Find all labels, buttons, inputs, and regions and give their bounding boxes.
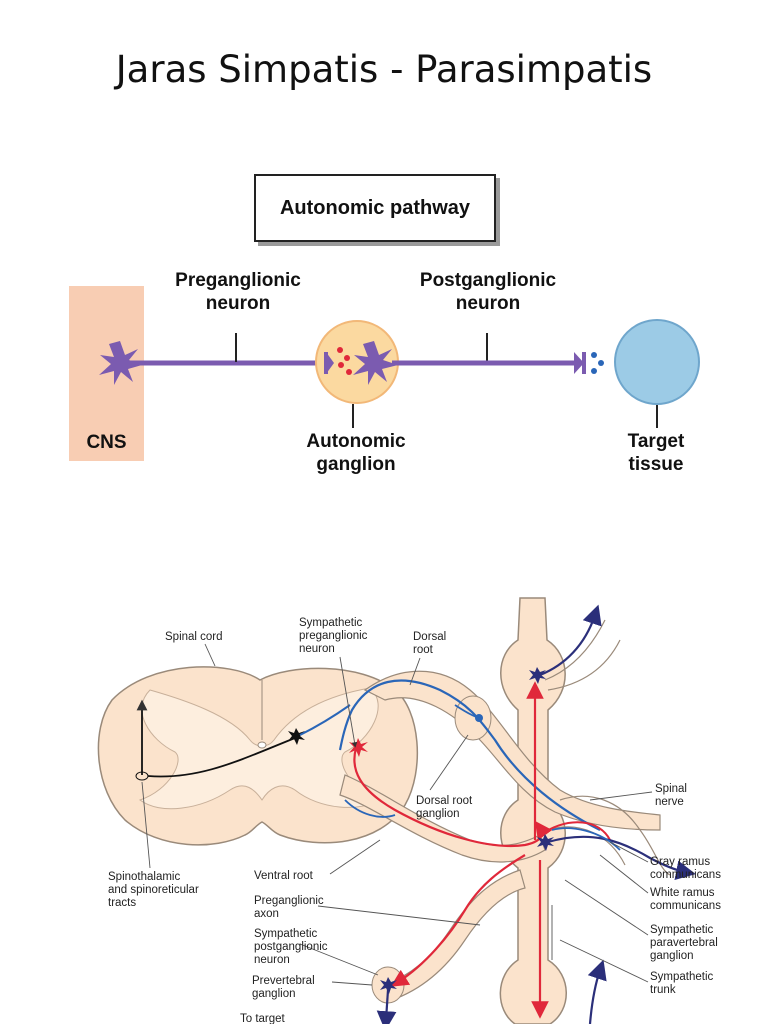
- label-symp-pre-2: preganglionic: [299, 630, 368, 642]
- prevertebral-soma-icon: [380, 977, 397, 994]
- central-canal: [257, 741, 267, 749]
- label-gray-ramus-2: communicans: [650, 869, 721, 881]
- label-symp-para-3: ganglion: [650, 950, 693, 962]
- neurotransmitter-dot: [337, 347, 343, 353]
- label-prevert-2: ganglion: [252, 988, 295, 1000]
- label-white-ramus-2: communicans: [650, 900, 721, 912]
- postganglionic-label: Postganglionic neuron: [419, 270, 557, 314]
- upper-ganglion-soma-icon: [529, 667, 546, 684]
- ventral-root-band: [339, 774, 546, 863]
- cns-label: CNS: [86, 432, 127, 453]
- upper-postganglionic-navy: [539, 604, 602, 677]
- preganglionic-soma-icon: [99, 341, 142, 385]
- gray-ramus-navy: [547, 835, 696, 880]
- label-pre-axon-1: Preganglionic: [254, 895, 324, 907]
- label-spinal-nerve-2: nerve: [655, 796, 684, 808]
- label-symp-post-1: Sympathetic: [254, 928, 318, 940]
- receptor-dot: [598, 360, 604, 366]
- label-dorsal-root-2: root: [413, 644, 434, 656]
- label-spinothalamic-3: tracts: [108, 897, 136, 909]
- neurotransmitter-dot: [346, 369, 352, 375]
- rami-outline: [559, 795, 671, 876]
- preganglionic-label: Preganglionic neuron: [175, 270, 301, 314]
- preganglionic-fiber-red: [353, 747, 553, 847]
- label-gray-ramus-1: Gray ramus: [650, 856, 710, 868]
- lower-postganglionic-navy: [587, 959, 607, 1024]
- splanchnic-red: [390, 854, 526, 987]
- interneuron-axon: [147, 737, 296, 778]
- sympathetic-trunk: [499, 597, 567, 1024]
- label-symp-trunk-1: Sympathetic: [650, 971, 714, 983]
- target-tissue-circle: [614, 319, 700, 405]
- autonomic-pathway-diagram: [99, 319, 700, 428]
- receptor-dot: [591, 368, 597, 374]
- autonomic-pathway-heading: Autonomic pathway: [254, 174, 496, 242]
- label-symp-trunk-2: trunk: [650, 984, 676, 996]
- target-label: Target tissue: [627, 431, 685, 475]
- ganglion-label: Autonomic ganglion: [306, 431, 406, 475]
- cns-region: [69, 286, 144, 461]
- label-symp-pre-3: neuron: [299, 643, 335, 655]
- receptor-dot: [591, 352, 597, 358]
- label-spinothalamic-2: and spinoreticular: [108, 884, 199, 896]
- label-symp-post-3: neuron: [254, 954, 290, 966]
- neurotransmitter-dot: [338, 362, 344, 368]
- label-symp-post-2: postganglionic: [254, 941, 328, 953]
- label-pre-axon-2: axon: [254, 908, 279, 920]
- label-symp-pre-1: Sympathetic: [299, 617, 363, 629]
- neurotransmitter-dot: [344, 355, 350, 361]
- mid-ganglion-soma-icon: [537, 834, 554, 851]
- label-symp-para-2: paravertebral: [650, 937, 718, 949]
- label-spinal-cord: Spinal cord: [165, 631, 223, 643]
- label-white-ramus-1: White ramus: [650, 887, 715, 899]
- interneuron-soma-icon: [288, 728, 305, 745]
- label-symp-para-1: Sympathetic: [650, 924, 714, 936]
- label-prevert-1: Prevertebral: [252, 975, 315, 987]
- label-drg-1: Dorsal root: [416, 795, 473, 807]
- page-title: Jaras Simpatis - Parasimpatis: [115, 48, 653, 91]
- label-to-target: To target: [240, 1013, 286, 1024]
- label-spinothalamic-1: Spinothalamic: [108, 871, 180, 883]
- label-drg-2: ganglion: [416, 808, 459, 820]
- dorsal-root-ganglion-body: [454, 695, 492, 741]
- label-dorsal-root-1: Dorsal: [413, 631, 446, 643]
- postganglionic-terminal-icon: [574, 352, 584, 374]
- postganglionic-soma-icon: [353, 341, 398, 385]
- heading-text: Autonomic pathway: [279, 196, 470, 219]
- to-target-navy: [376, 989, 397, 1024]
- label-ventral-root: Ventral root: [254, 870, 314, 882]
- preganglionic-soma-red-icon: [349, 738, 368, 757]
- label-spinal-nerve-1: Spinal: [655, 783, 687, 795]
